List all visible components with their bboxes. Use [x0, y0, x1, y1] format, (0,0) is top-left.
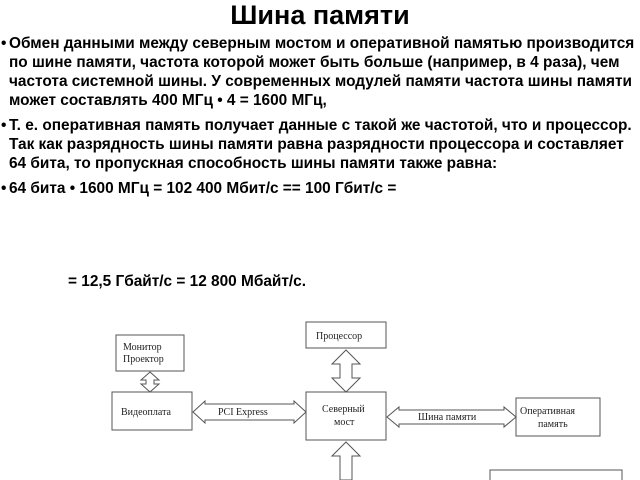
bullet-item-2: Т. е. оперативная память получает данные… — [1, 116, 638, 173]
partial-box — [489, 469, 623, 480]
bullet-item-3: 64 бита • 1600 МГц = 102 400 Мбит/с == 1… — [1, 179, 638, 198]
monitor-label-1: Монитор — [123, 342, 162, 353]
bullet-list: Обмен данными между северным мостом и оп… — [1, 34, 638, 204]
northbridge-label-1: Северный — [322, 404, 365, 415]
memory-bus-arrow — [386, 405, 517, 429]
slide-title: Шина памяти — [230, 0, 410, 30]
pci-express-bus-arrow — [192, 399, 307, 425]
formula-continuation: = 12,5 Гбайт/с = 12 800 Мбайт/с. — [68, 273, 307, 290]
processor-label: Процессор — [316, 331, 362, 342]
monitor-box — [115, 334, 185, 372]
northbridge-down-arrow — [330, 441, 362, 480]
northbridge-box — [305, 391, 387, 441]
monitor-label-2: Проектор — [123, 354, 164, 365]
pci-express-label: PCI Express — [218, 407, 268, 418]
ram-label-1: Оперативная — [520, 406, 575, 417]
ram-box — [515, 397, 601, 437]
monitor-videocard-arrow — [139, 371, 161, 393]
processor-northbridge-arrow — [330, 349, 362, 393]
ram-label-2: память — [538, 419, 568, 430]
memory-bus-label: Шина памяти — [418, 412, 477, 423]
bullet-item-1: Обмен данными между северным мостом и оп… — [1, 34, 638, 110]
videocard-box — [111, 391, 193, 431]
northbridge-label-2: мост — [334, 417, 355, 428]
processor-box — [305, 321, 387, 349]
videocard-label: Видеоплата — [121, 407, 172, 418]
